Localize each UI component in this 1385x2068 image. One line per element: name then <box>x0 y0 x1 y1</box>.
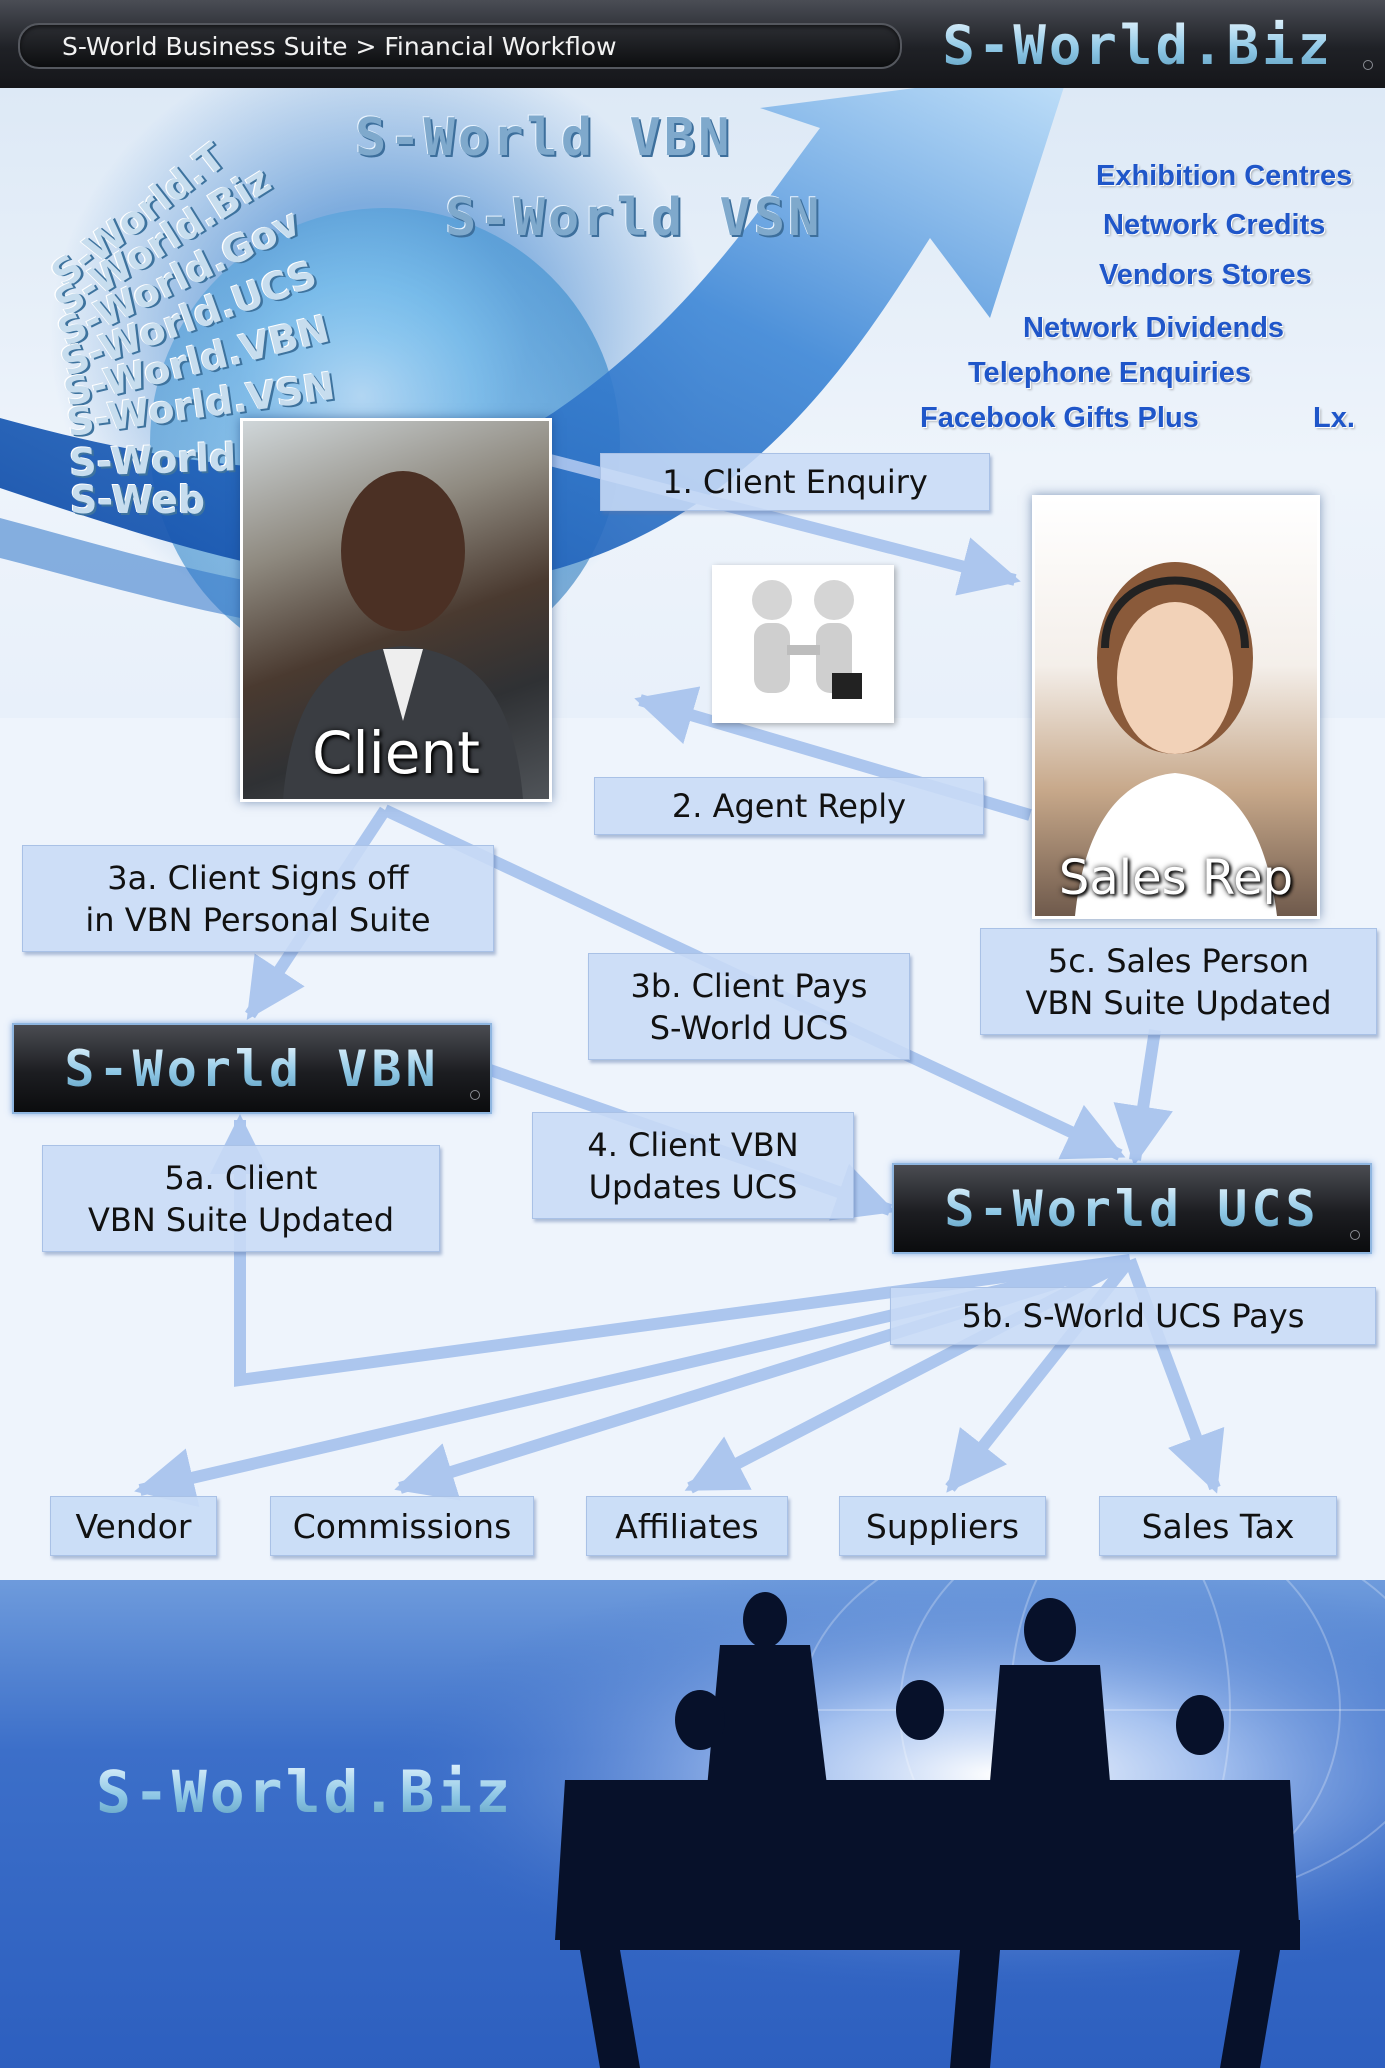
client-label: Client <box>312 719 480 787</box>
breadcrumb[interactable]: S-World Business Suite > Financial Workf… <box>18 23 902 69</box>
client-photo: Client <box>240 418 552 802</box>
brand-logo-bottom[interactable]: S-World.Biz <box>96 1758 514 1826</box>
step-text: in VBN Personal Suite <box>85 900 431 939</box>
step-text: 3b. Client Pays <box>630 966 868 1005</box>
payee-label: Affiliates <box>615 1506 759 1546</box>
client-silhouette-icon <box>283 471 523 799</box>
payee-label: Sales Tax <box>1141 1506 1295 1546</box>
step-1-client-enquiry: 1. Client Enquiry <box>600 453 990 511</box>
step-5c-sales-person-updated: 5c. Sales Person VBN Suite Updated <box>980 928 1377 1035</box>
arrow-salesrep-update <box>1113 1029 1173 1166</box>
ucs-system-label: S-World UCS <box>944 1179 1320 1238</box>
step-text: 2. Agent Reply <box>671 787 907 825</box>
sales-rep-label: Sales Rep <box>1058 850 1294 906</box>
meeting-silhouette-graphic <box>0 1580 1385 2068</box>
domain-list: S-World.T S-World.Biz S-World.Gov S-Worl… <box>43 135 490 533</box>
dot-icon <box>1363 60 1373 70</box>
payee-vendor: Vendor <box>50 1496 217 1556</box>
step-2-agent-reply: 2. Agent Reply <box>594 777 984 835</box>
payee-sales-tax: Sales Tax <box>1099 1496 1337 1556</box>
payee-commissions: Commissions <box>270 1496 534 1556</box>
payee-label: Vendor <box>75 1506 192 1546</box>
step-text: 5b. S-World UCS Pays <box>961 1297 1305 1335</box>
payee-label: Commissions <box>292 1506 512 1546</box>
vbn-system-label: S-World VBN <box>64 1039 440 1098</box>
step-5b-ucs-pays: 5b. S-World UCS Pays <box>890 1287 1376 1345</box>
service-link-exhibition[interactable]: Exhibition Centres <box>1096 160 1353 192</box>
step-4-client-vbn-updates: 4. Client VBN Updates UCS <box>532 1112 854 1219</box>
payee-label: Suppliers <box>865 1506 1020 1546</box>
step-text: S-World UCS <box>649 1008 849 1047</box>
service-link-lx[interactable]: Lx. <box>1313 402 1355 434</box>
footer-banner: S-World.Biz <box>0 1580 1385 2068</box>
sales-rep-photo: Sales Rep <box>1032 495 1320 919</box>
payee-suppliers: Suppliers <box>839 1496 1046 1556</box>
service-link-telephone[interactable]: Telephone Enquiries <box>968 357 1252 389</box>
top-bar: S-World Business Suite > Financial Workf… <box>0 0 1385 88</box>
dot-icon <box>470 1090 480 1100</box>
vbn-system-button[interactable]: S-World VBN <box>12 1023 492 1114</box>
service-link-dividends[interactable]: Network Dividends <box>1023 312 1285 344</box>
breadcrumb-text: S-World Business Suite > Financial Workf… <box>62 32 617 61</box>
service-link-credits[interactable]: Network Credits <box>1103 209 1326 241</box>
step-5a-client-updated: 5a. Client VBN Suite Updated <box>42 1145 440 1252</box>
step-text: 3a. Client Signs off <box>107 858 409 897</box>
ucs-system-button[interactable]: S-World UCS <box>892 1163 1372 1254</box>
step-text: 5c. Sales Person <box>1047 941 1310 980</box>
step-text: VBN Suite Updated <box>87 1200 395 1239</box>
domain-item: S-Web <box>70 478 205 522</box>
handshake-icon <box>752 580 862 699</box>
step-text: Updates UCS <box>588 1167 798 1206</box>
step-3a-client-signs-off: 3a. Client Signs off in VBN Personal Sui… <box>22 845 494 952</box>
payee-affiliates: Affiliates <box>586 1496 788 1556</box>
hero-product-vsn: S-World VSN <box>445 188 823 248</box>
step-text: 5a. Client <box>164 1158 318 1197</box>
step-text: 4. Client VBN <box>587 1125 799 1164</box>
brand-logo-top[interactable]: S-World.Biz <box>942 14 1333 77</box>
handshake-image <box>712 565 894 723</box>
step-3b-client-pays: 3b. Client Pays S-World UCS <box>588 953 910 1060</box>
hero-product-vbn: S-World VBN <box>355 108 733 168</box>
step-text: VBN Suite Updated <box>1025 983 1332 1022</box>
sales-rep-silhouette-icon <box>1075 562 1277 916</box>
service-link-vendors[interactable]: Vendors Stores <box>1099 259 1312 291</box>
step-text: 1. Client Enquiry <box>662 463 928 501</box>
service-link-facebook[interactable]: Facebook Gifts Plus <box>920 402 1199 434</box>
dot-icon <box>1350 1230 1360 1240</box>
